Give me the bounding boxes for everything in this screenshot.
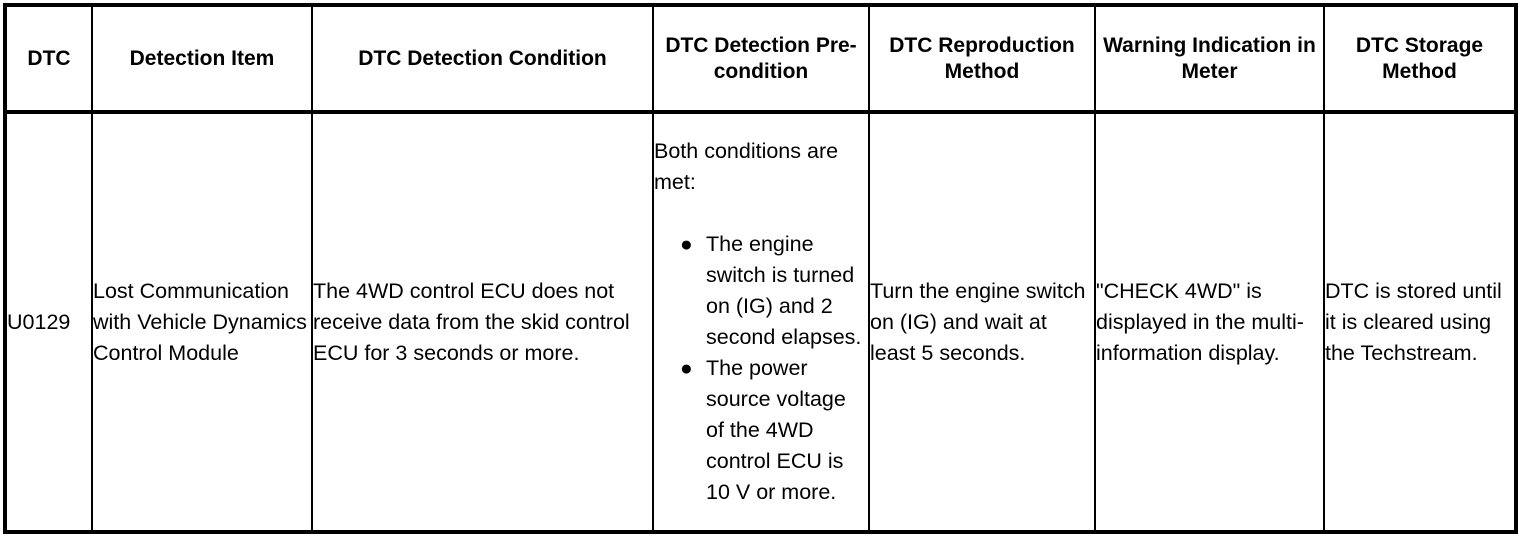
bullet-icon: ●: [680, 357, 693, 380]
cell-storage-method: DTC is stored until it is cleared using …: [1323, 112, 1517, 532]
cell-dtc-code: U0129: [4, 112, 93, 532]
column-header-warning-indication: Warning Indication in Meter: [1094, 5, 1325, 114]
cell-warning-indication: "CHECK 4WD" is displayed in the multi-in…: [1094, 112, 1325, 532]
column-header-reproduction-method: DTC Reproduction Method: [868, 5, 1096, 114]
cell-detection-item: Lost Communication with Vehicle Dynamics…: [91, 112, 313, 532]
table-header: DTC Detection Item DTC Detection Conditi…: [4, 5, 1517, 114]
column-header-detection-condition: DTC Detection Condition: [311, 5, 654, 114]
list-item-text: The engine switch is turned on (IG) and …: [706, 232, 862, 349]
column-header-dtc: DTC: [4, 5, 93, 114]
precondition-intro: Both conditions are met:: [654, 139, 839, 194]
dtc-table: DTC Detection Item DTC Detection Conditi…: [3, 3, 1518, 534]
table-body: U0129 Lost Communication with Vehicle Dy…: [4, 112, 1517, 532]
precondition-spacer: [654, 198, 868, 229]
bullet-icon: ●: [680, 233, 693, 256]
column-header-detection-precondition: DTC Detection Pre-condition: [652, 5, 870, 114]
list-item: ● The engine switch is turned on (IG) an…: [654, 229, 868, 353]
cell-detection-condition: The 4WD control ECU does not receive dat…: [311, 112, 654, 532]
column-header-storage-method: DTC Storage Method: [1323, 5, 1517, 114]
list-item-text: The power source voltage of the 4WD cont…: [706, 356, 846, 504]
precondition-bullet-list: ● The engine switch is turned on (IG) an…: [654, 229, 868, 508]
cell-detection-precondition: Both conditions are met: ● The engine sw…: [652, 112, 870, 532]
list-item: ● The power source voltage of the 4WD co…: [654, 353, 868, 508]
dtc-table-container: DTC Detection Item DTC Detection Conditi…: [3, 3, 1518, 534]
table-row: U0129 Lost Communication with Vehicle Dy…: [4, 112, 1517, 532]
column-header-detection-item: Detection Item: [91, 5, 313, 114]
cell-reproduction-method: Turn the engine switch on (IG) and wait …: [868, 112, 1096, 532]
header-row: DTC Detection Item DTC Detection Conditi…: [4, 5, 1517, 114]
